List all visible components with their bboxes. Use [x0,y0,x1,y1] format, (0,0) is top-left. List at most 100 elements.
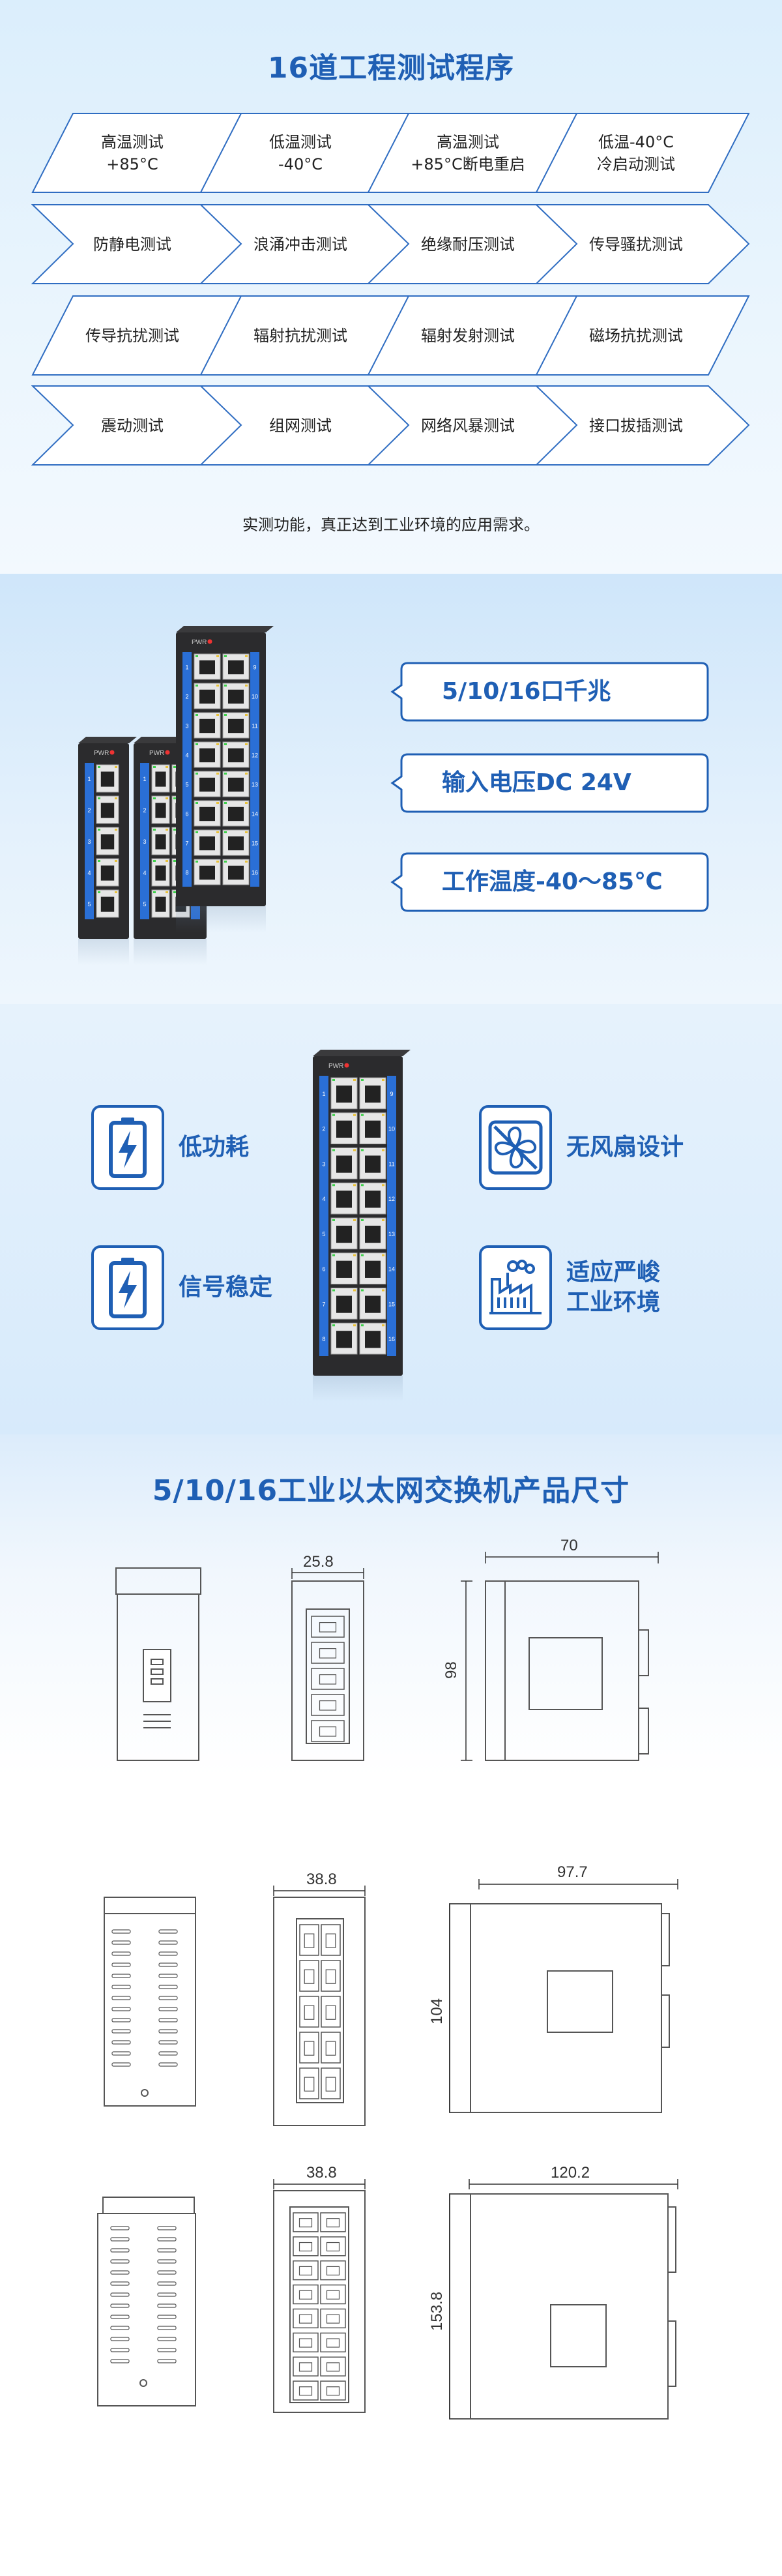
ethernet-port [359,1322,386,1355]
ethernet-port [194,829,221,856]
test-card-label: 接口拔插测试 [589,416,683,435]
port-outline [299,1924,319,1956]
callout-voltage-text: 输入电压DC 24V [442,769,631,796]
ethernet-port [96,827,119,855]
callout-voltage: 输入电压DC 24V [390,753,709,813]
port-number: 13 [388,1231,395,1237]
model-2-front-width: 38.8 [306,1871,337,1888]
ethernet-port [151,827,170,855]
test-card-label: 浪涌冲击测试 [253,235,347,254]
port-outline [293,2236,319,2257]
test-card-label: 防静电测试 [93,235,171,254]
callout-temperature: 工作温度-40～85℃ [390,852,709,912]
ethernet-port [359,1252,386,1284]
ethernet-port [222,712,250,739]
feature-stable-signal: 信号稳定 [91,1245,272,1330]
feature-low-power-label: 低功耗 [179,1134,250,1161]
ethernet-port [222,683,250,709]
ethernet-port [96,858,119,887]
test-card-label: 高温测试 +85°C [101,132,164,173]
ethernet-port [194,683,221,709]
port-number: 3 [322,1161,325,1167]
port-outline [320,2332,346,2352]
port-outline [311,1642,345,1664]
ethernet-port [151,795,170,824]
ethernet-port [151,858,170,887]
ethernet-port [330,1112,358,1144]
port-number: 1 [143,776,146,782]
port-number: 4 [87,870,91,876]
port-outline [293,2356,319,2376]
test-card-label: 传导骚扰测试 [589,235,683,254]
port-outline [320,2260,346,2281]
port-number: 16 [252,870,258,876]
port-outline [321,1924,341,1956]
port-outline [311,1720,345,1742]
feature-stable-signal-label: 信号稳定 [179,1274,273,1301]
test-program-note: 实测功能，真正达到工业环境的应用需求。 [242,516,540,534]
model-2-drawing [104,1897,670,2126]
port-number: 10 [388,1126,395,1133]
ethernet-port [194,741,221,768]
test-row: 防静电测试浪涌冲击测试绝缘耐压测试传导骚扰测试 [31,203,751,285]
pwr-label: PWR [328,1063,343,1070]
port-number: 4 [322,1196,325,1202]
test-card: 浪涌冲击测试 [199,203,414,285]
model-2-height: 104 [428,1998,446,2024]
port-number: 13 [252,782,258,788]
port-number: 2 [322,1126,325,1133]
port-number: 10 [252,694,258,700]
model-1-drawing [115,1567,649,1761]
test-row: 震动测试组网测试网络风暴测试接口拔插测试 [31,385,751,466]
ethernet-port [359,1112,386,1144]
port-number: 3 [185,723,188,730]
port-outline [293,2308,319,2329]
port-outline [293,2260,319,2281]
test-card: 低温测试 -40°C [199,112,414,194]
feature-harsh-environment: 适应严峻 工业环境 [479,1245,660,1330]
feature-fanless-label: 无风扇设计 [566,1134,684,1161]
test-card-label: 低温测试 -40°C [269,132,332,173]
port-number: 7 [322,1301,325,1307]
ethernet-port [96,795,119,824]
ethernet-port [151,764,170,793]
ethernet-port [359,1182,386,1215]
test-card-label: 组网测试 [269,416,332,435]
ethernet-port [222,653,250,680]
ethernet-port [222,859,250,885]
port-outline [299,1996,319,2028]
port-outline [320,2356,346,2376]
dimension-drawings: 25.8 70 98 38.8 97.7 104 [97,1537,678,2420]
port-number: 6 [322,1266,325,1273]
port-outline [299,2067,319,2099]
port-number: 5 [185,782,188,788]
ethernet-port [359,1288,386,1320]
test-card-label: 传导抗扰测试 [85,326,179,345]
port-number: 15 [252,840,258,847]
pwr-led [344,1063,349,1068]
model-1-depth: 70 [560,1537,578,1554]
ethernet-port [96,889,119,918]
test-program-title: 16道工程测试程序 [267,52,515,85]
port-number: 5 [322,1231,325,1237]
ethernet-port [194,712,221,739]
port-outline [311,1668,345,1690]
ethernet-port [330,1147,358,1179]
dimension-section: 5/10/16工业以太网交换机产品尺寸 25.8 70 [0,1434,782,2576]
ethernet-port [359,1217,386,1250]
ethernet-port [96,764,119,793]
port-outline [299,1960,319,1992]
callout-ports: 5/10/16口千兆 [390,662,709,722]
port-outline [320,2308,346,2329]
model-1-front-width: 25.8 [303,1553,334,1571]
port-outline [320,2236,346,2257]
ethernet-port [330,1252,358,1284]
port-number: 9 [253,664,256,671]
port-number: 7 [185,840,188,847]
model-3-depth: 120.2 [551,2164,590,2182]
model-3-height: 153.8 [428,2292,446,2331]
test-card: 辐射抗扰测试 [199,295,414,376]
test-card-label: 磁场抗扰测试 [589,326,683,345]
